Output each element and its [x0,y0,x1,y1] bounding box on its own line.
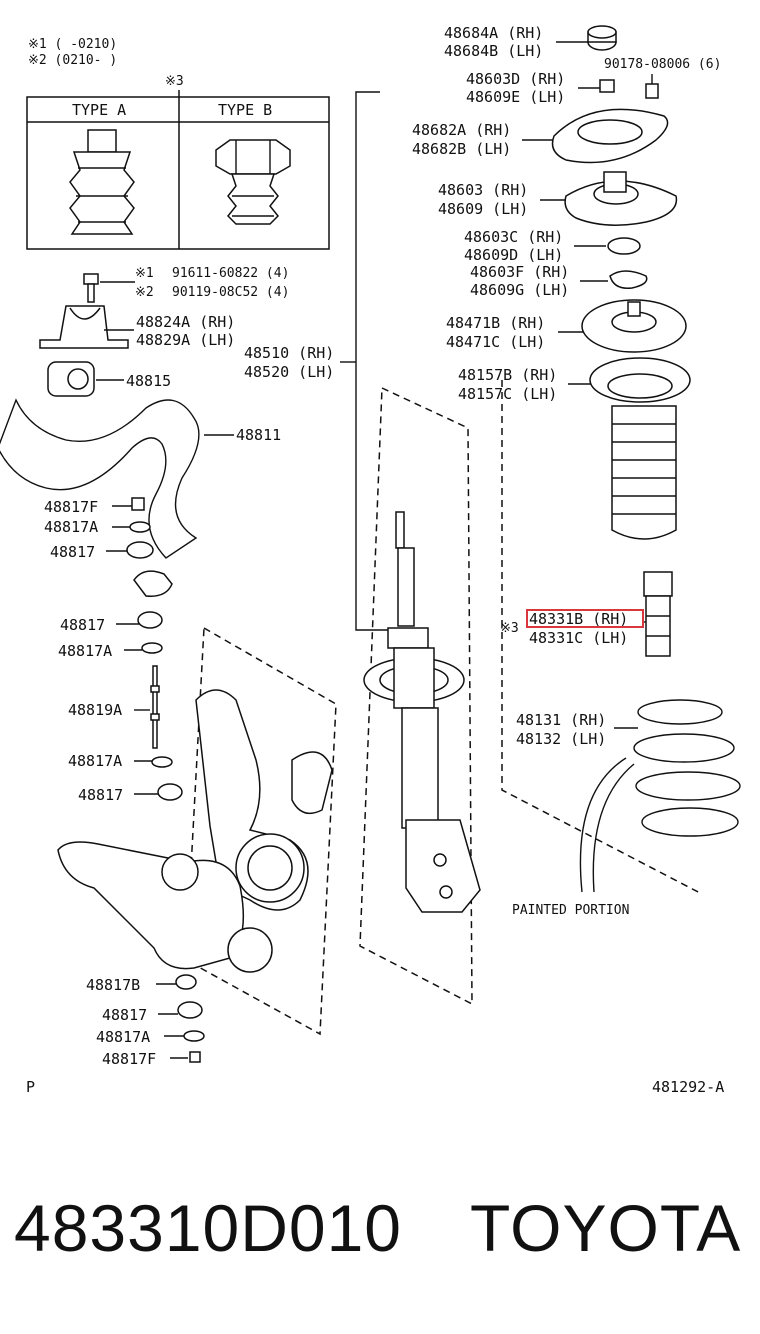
strut-label-lh: 48520 (LH) [244,363,334,381]
nut-part [645,83,659,99]
plate-label-rh: 48682A (RH) [412,121,511,139]
washer-label-rh: 48603C (RH) [464,228,563,246]
bump-stopper-type-b [215,139,291,225]
cushion-nut-1 [131,497,145,511]
bushing-label: 48815 [126,372,171,390]
strut-mount [564,171,678,226]
link-label: 48819A [68,701,122,719]
retainer-part [609,270,648,289]
type-a-header: TYPE A [72,101,126,119]
stabilizer-bar [0,398,200,597]
cushion-label-11: 48817F [102,1050,156,1068]
washer-part [607,237,641,255]
cushion-label-10: 48817A [96,1028,150,1046]
cap-label-rh: 48684A (RH) [444,24,543,42]
cushion-washer-4 [183,1030,205,1042]
cushion-label-2: 48817A [44,518,98,536]
spring-seat [581,299,687,353]
mark-1: ※1 [135,266,154,281]
spring-label-lh: 48132 (LH) [516,730,606,748]
mount-plate [551,108,669,164]
mount-cap [587,25,617,51]
cushion-washer-2 [141,642,163,654]
retainer-label-rh: 48603F (RH) [470,263,569,281]
highlight-box [526,609,644,628]
cushion-1 [126,541,154,559]
strut-label-rh: 48510 (RH) [244,344,334,362]
bolt-label-1: 91611-60822 (4) [172,266,289,281]
cushion-2 [137,611,163,629]
nut-label: 90178-08006 (6) [604,57,721,72]
mark-2: ※2 [135,285,154,300]
bracket-label-rh: 48824A (RH) [136,313,235,331]
bracket-label-lh: 48829A (LH) [136,331,235,349]
boot-label-rh: 48157B (RH) [458,366,557,384]
type-table: TYPE A TYPE B [26,90,330,250]
note-2: ※2 (0210- ) [28,53,117,68]
cushion-label-7: 48817 [78,786,123,804]
cushion-5 [177,1001,203,1019]
retainer-label-lh: 48609G (LH) [470,281,569,299]
bump-label-lh: 48331C (LH) [529,629,628,647]
brand-name: TOYOTA [470,1191,742,1265]
cushion-label-1: 48817F [44,498,98,516]
bump-stopper-type-a [69,129,135,235]
spring-dashed-frame [501,380,703,895]
cushion-label-4: 48817 [60,616,105,634]
cushion-4 [175,974,197,990]
mount-label-rh: 48603 (RH) [438,181,528,199]
nut-b-part [599,79,615,93]
stabilizer-link [150,665,160,749]
spring-label-rh: 48131 (RH) [516,711,606,729]
seat-label-rh: 48471B (RH) [446,314,545,332]
cushion-nut-2 [189,1051,201,1063]
knuckle-dashed-frame [185,626,337,1036]
cushion-3 [157,783,183,801]
cushion-washer-1 [129,521,151,533]
cushion-label-3: 48817 [50,543,95,561]
cushion-label-9: 48817 [102,1006,147,1024]
strut-dashed-frame [359,386,473,1006]
coil-spring [633,699,741,837]
cushion-label-6: 48817A [68,752,122,770]
boot-label-lh: 48157C (LH) [458,385,557,403]
cushion-label-5: 48817A [58,642,112,660]
seat-label-lh: 48471C (LH) [446,333,545,351]
bump-stopper [643,571,673,657]
painted-portion-label: PAINTED PORTION [512,903,629,918]
lower-arm [57,841,273,973]
mount-label-lh: 48609 (LH) [438,200,528,218]
part-number: 483310D010 [14,1191,403,1265]
figure-code: 481292-A [652,1078,724,1096]
stabilizer-label: 48811 [236,426,281,444]
plate-label-lh: 48682B (LH) [412,140,511,158]
stabilizer-bushing [47,361,95,397]
bolt-label-2: 90119-08C52 (4) [172,285,289,300]
type-b-header: TYPE B [218,101,272,119]
cap-label-lh: 48684B (LH) [444,42,543,60]
corner-mark: P [26,1078,35,1096]
steering-knuckle [195,689,333,911]
bolt-part [83,273,99,303]
table-ref-mark: ※3 [165,74,184,89]
cushion-washer-3 [151,756,173,768]
bump-label-rh: 48331B (RH) [529,610,628,628]
painted-arrow [579,757,627,893]
nut-b-label-rh: 48603D (RH) [466,70,565,88]
washer-label-lh: 48609D (LH) [464,246,563,264]
note-1: ※1 ( -0210) [28,37,117,52]
dust-boot [589,357,691,540]
bump-mark: ※3 [500,621,519,636]
shock-absorber [363,511,481,913]
stabilizer-bracket [39,305,129,349]
cushion-label-8: 48817B [86,976,140,994]
nut-b-label-lh: 48609E (LH) [466,88,565,106]
